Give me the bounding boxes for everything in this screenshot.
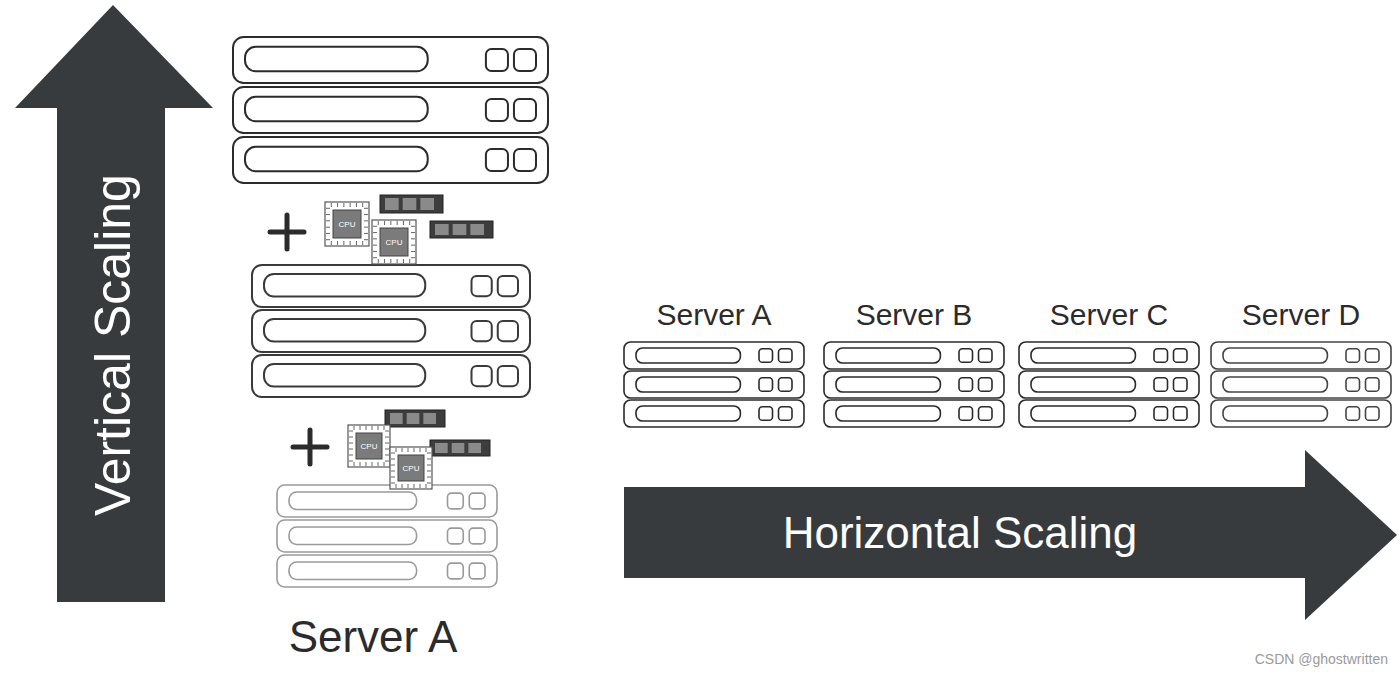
cpu-chip (390, 447, 432, 489)
server-label: Server D (1242, 298, 1360, 332)
rack-unit (1019, 371, 1199, 398)
arrow-label: Horizontal Scaling (783, 508, 1138, 558)
chip-label: CPU (403, 464, 420, 473)
rack-unit (824, 342, 1004, 369)
rack-unit (1211, 371, 1391, 398)
server-label: Server A (656, 298, 771, 332)
rack-unit (233, 37, 548, 83)
rack-unit (233, 87, 548, 133)
rack-unit (277, 520, 497, 552)
scaling-arrow: Vertical Scaling (15, 5, 213, 602)
server-label: Server C (1050, 298, 1168, 332)
scaling-arrow: Horizontal Scaling (620, 450, 1398, 620)
rack-unit (1211, 400, 1391, 427)
rack-unit (252, 310, 530, 352)
chip-label: CPU (339, 220, 356, 229)
server-stack: Server A (233, 37, 548, 667)
rack-unit (277, 555, 497, 587)
rack-unit (1019, 342, 1199, 369)
ram-stick (385, 410, 445, 427)
rack-unit (1019, 400, 1199, 427)
arrow-label: Vertical Scaling (84, 174, 142, 516)
rack-unit (252, 355, 530, 397)
rack-unit (824, 400, 1004, 427)
cpu-chip (325, 202, 369, 246)
ram-stick (430, 221, 493, 238)
server-stack: Server D (1211, 292, 1391, 432)
rack-unit (624, 342, 804, 369)
rack-unit (252, 265, 530, 307)
chip-label: CPU (386, 238, 403, 247)
chip-label: CPU (361, 442, 378, 451)
ram-stick (380, 195, 443, 213)
ram-stick (430, 440, 490, 456)
server-label: Server B (856, 298, 973, 332)
cpu-chip (372, 220, 416, 264)
rack-unit (824, 371, 1004, 398)
rack-unit (233, 137, 548, 183)
rack-unit (624, 400, 804, 427)
server-label: Server A (289, 612, 458, 662)
watermark: CSDN @ghostwritten (1255, 651, 1388, 667)
server-stack: Server A (624, 292, 804, 432)
cpu-chip (348, 425, 390, 467)
rack-unit (624, 371, 804, 398)
rack-unit (1211, 342, 1391, 369)
server-stack: Server B (824, 292, 1004, 432)
rack-unit (277, 485, 497, 517)
server-stack: Server C (1019, 292, 1199, 432)
